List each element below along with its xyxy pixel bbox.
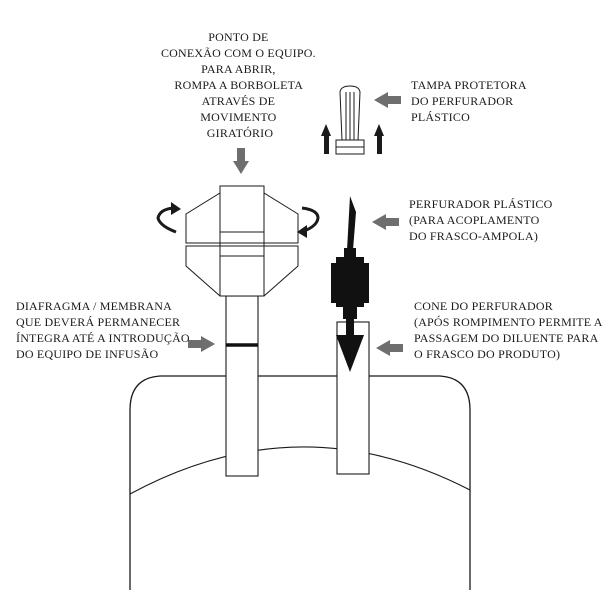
- perforator-cone: [336, 335, 364, 372]
- perforator-cone-label: CONE DO PERFURADOR (APÓS ROMPIMENTO PERM…: [414, 299, 605, 361]
- rotate-arrow-icon: [156, 202, 181, 234]
- diaphragm-label: DIAFRAGMA / MEMBRANA QUE DEVERÁ PERMANEC…: [16, 299, 193, 361]
- bag-liquid-line: [129, 446, 471, 495]
- butterfly-connector: [185, 185, 299, 297]
- perforator-cone-stem: [346, 318, 354, 336]
- gray-arrow-icon: [372, 214, 399, 230]
- plastic-perforator: [331, 196, 369, 319]
- up-arrow-icon: [374, 124, 384, 154]
- gray-arrow-icon: [374, 92, 401, 108]
- protective-cap-label: TAMPA PROTETORA DO PERFURADOR PLÁSTICO: [411, 78, 529, 124]
- gray-arrow-icon: [188, 336, 215, 352]
- up-arrow-icon: [321, 124, 331, 154]
- gray-arrow-icon: [376, 340, 403, 356]
- connection-port-tube: [225, 295, 259, 477]
- plastic-perforator-label: PERFURADOR PLÁSTICO (PARA ACOPLAMENTO DO…: [409, 197, 556, 243]
- bag-outline: [129, 375, 471, 590]
- gray-arrow-icon: [233, 148, 249, 174]
- rotate-arrow-icon: [297, 206, 320, 238]
- protective-cap: [335, 85, 365, 155]
- connection-point-label: PONTO DE CONEXÃO COM O EQUIPO. PARA ABRI…: [161, 30, 319, 140]
